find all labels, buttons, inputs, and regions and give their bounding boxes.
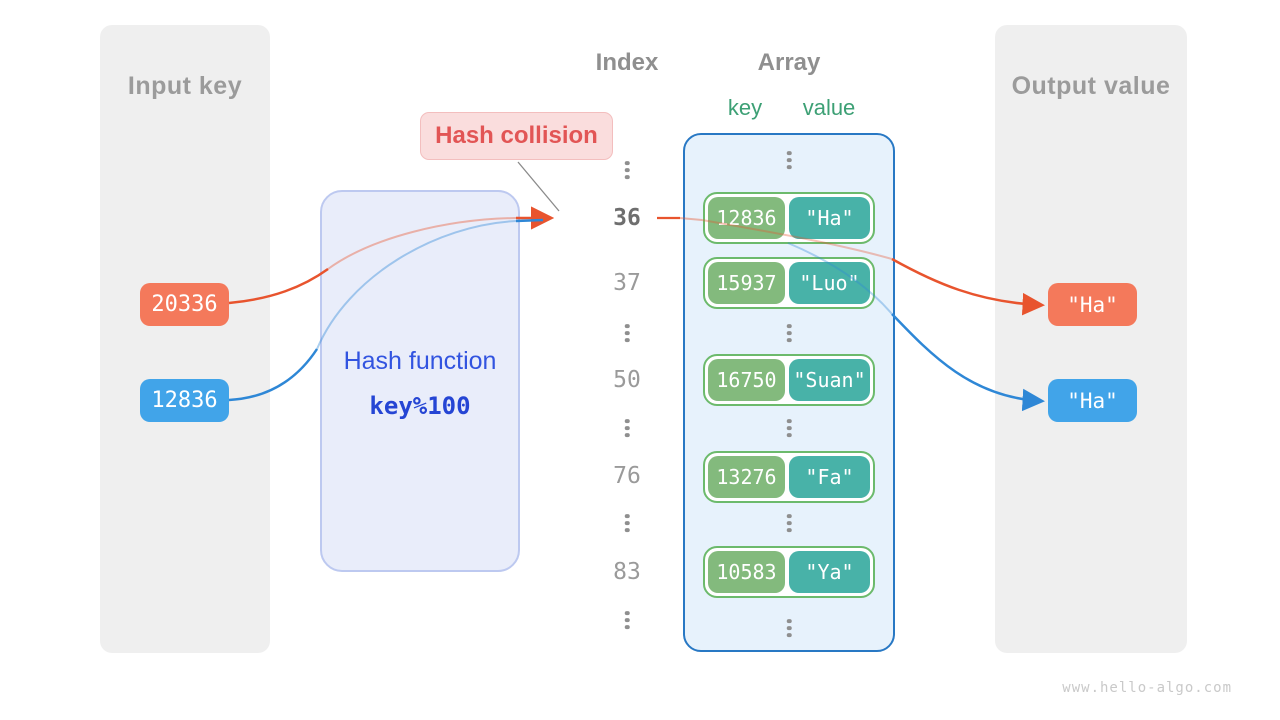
vertical-ellipsis	[624, 321, 630, 345]
hash-function-label: Hash function	[343, 347, 497, 375]
entry-value: "Ya"	[789, 551, 870, 593]
input-key-12836: 12836	[140, 379, 229, 422]
entry-value: "Luo"	[789, 262, 870, 304]
vertical-ellipsis	[786, 321, 792, 345]
index-83: 83	[613, 559, 641, 585]
value-header: value	[802, 95, 856, 120]
array-entry: 10583 "Ya"	[703, 546, 875, 598]
vertical-ellipsis	[624, 158, 630, 182]
hash-function-box: Hash function key%100	[320, 190, 520, 572]
entry-key: 13276	[708, 456, 785, 498]
vertical-ellipsis	[786, 416, 792, 440]
index-50: 50	[613, 367, 641, 393]
entry-value: "Suan"	[789, 359, 870, 401]
index-column-title: Index	[595, 49, 659, 76]
entry-value: "Ha"	[789, 197, 870, 239]
vertical-ellipsis	[786, 511, 792, 535]
hash-collision-callout: Hash collision	[420, 112, 613, 160]
array-entry: 16750 "Suan"	[703, 354, 875, 406]
watermark: www.hello-algo.com	[1062, 680, 1232, 696]
index-36: 36	[613, 205, 641, 231]
entry-key: 12836	[708, 197, 785, 239]
vertical-ellipsis	[624, 608, 630, 632]
input-key-20336: 20336	[140, 283, 229, 326]
output-value-ha-blue: "Ha"	[1048, 379, 1137, 422]
array-entry: 15937 "Luo"	[703, 257, 875, 309]
index-37: 37	[613, 270, 641, 296]
input-key-panel: Input key	[100, 25, 270, 653]
vertical-ellipsis	[786, 616, 792, 640]
entry-value: "Fa"	[789, 456, 870, 498]
output-value-panel: Output value	[995, 25, 1187, 653]
array-entry: 12836 "Ha"	[703, 192, 875, 244]
array-entry: 13276 "Fa"	[703, 451, 875, 503]
blue-line-to-junction	[515, 218, 544, 223]
vertical-ellipsis	[624, 511, 630, 535]
array-column-title: Array	[757, 49, 821, 76]
entry-key: 10583	[708, 551, 785, 593]
vertical-ellipsis	[786, 148, 792, 172]
entry-key: 16750	[708, 359, 785, 401]
input-key-title: Input key	[127, 72, 243, 100]
output-value-ha-orange: "Ha"	[1048, 283, 1137, 326]
index-76: 76	[613, 463, 641, 489]
output-value-title: Output value	[1011, 72, 1171, 100]
entry-key: 15937	[708, 262, 785, 304]
key-header: key	[727, 95, 763, 120]
vertical-ellipsis	[624, 416, 630, 440]
collision-pointer-line	[517, 161, 560, 212]
hash-function-formula: key%100	[369, 392, 471, 420]
hash-collision-label: Hash collision	[435, 122, 598, 149]
